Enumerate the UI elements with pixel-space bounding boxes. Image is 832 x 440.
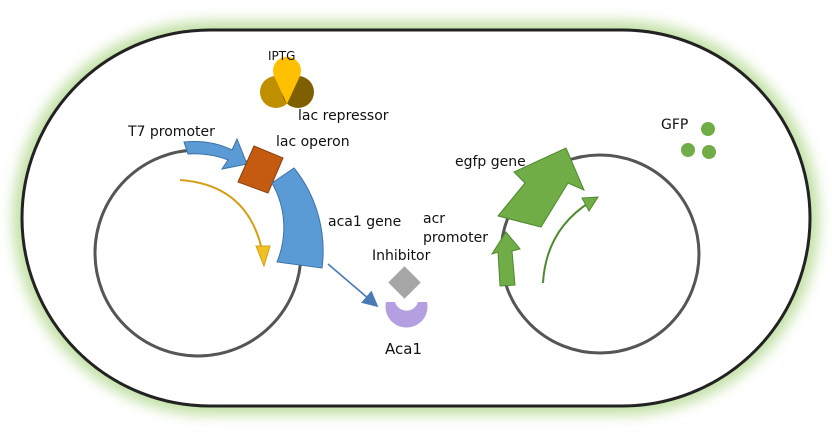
- aca1-protein-label: Aca1: [385, 340, 422, 358]
- t7-promoter-label: T7 promoter: [127, 124, 215, 140]
- lac-operon-label: lac operon: [276, 134, 350, 150]
- t7-promoter-arrow: [183, 137, 248, 170]
- gfp-molecules: [681, 122, 716, 159]
- left-inner-arc-arrow: [179, 179, 264, 256]
- gfp-dot: [702, 145, 716, 159]
- inhibitor-label: Inhibitor: [372, 248, 431, 264]
- left-plasmid: [93, 137, 324, 358]
- gfp-dot: [681, 143, 695, 157]
- egfp-gene-label: egfp gene: [455, 154, 526, 170]
- inhibitor-diamond: [388, 266, 421, 299]
- right-plasmid: [490, 147, 701, 355]
- acr-label: acr: [423, 211, 445, 227]
- aca1-gene-label: aca1 gene: [328, 214, 401, 230]
- cell: [14, 22, 818, 414]
- iptg-lac-repressor-complex: [260, 56, 314, 108]
- right-inner-arrowhead: [581, 196, 599, 212]
- acr-promoter-arrow: [490, 231, 521, 287]
- lac-operon-block: [237, 145, 284, 194]
- right-inner-arc-arrow: [542, 201, 591, 284]
- iptg-molecule: [273, 56, 301, 104]
- egfp-gene-block: [497, 147, 585, 228]
- aca1-gene-block: [271, 167, 324, 269]
- promoter-label: promoter: [423, 230, 488, 246]
- aca1-inhibitor-complex: [385, 266, 428, 328]
- iptg-label: IPTG: [268, 49, 295, 63]
- aca1-protein: [385, 302, 428, 328]
- cell-membrane: [20, 28, 812, 408]
- left-inner-arrowhead: [255, 245, 271, 268]
- lac-repressor-label: lac repressor: [298, 108, 389, 124]
- expression-arrow: [327, 263, 379, 308]
- gfp-label: GFP: [661, 117, 688, 133]
- gfp-dot: [701, 122, 715, 136]
